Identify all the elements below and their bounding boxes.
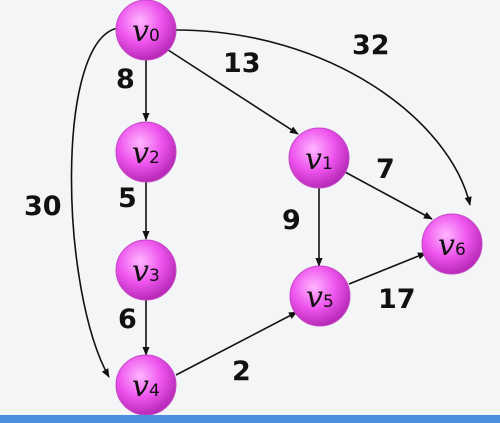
weight-v0-v4: 30 bbox=[24, 191, 62, 222]
node-v3: v3 bbox=[115, 239, 177, 301]
edge-v0-v6 bbox=[174, 29, 472, 206]
node-v5-circle bbox=[289, 265, 351, 327]
edge-v0-v1 bbox=[164, 47, 299, 135]
node-v0-circle bbox=[115, 0, 177, 61]
node-v6-circle bbox=[421, 213, 483, 275]
weight-v1-v6: 7 bbox=[376, 154, 395, 185]
edge-weights: 8 13 32 30 5 6 2 9 7 17 bbox=[24, 30, 416, 387]
node-v2-label: v2 bbox=[132, 136, 160, 171]
weight-v0-v2: 8 bbox=[116, 64, 135, 95]
bottom-accent-bar bbox=[0, 415, 500, 423]
weight-v0-v1: 13 bbox=[223, 48, 261, 79]
node-v1-label: v1 bbox=[305, 142, 333, 177]
weight-v2-v3: 5 bbox=[118, 183, 137, 214]
node-v4: v4 bbox=[115, 354, 177, 416]
node-v3-label: v3 bbox=[132, 254, 160, 289]
weight-v5-v6: 17 bbox=[378, 284, 416, 315]
edge-v1-v6 bbox=[344, 171, 433, 220]
edges bbox=[70, 27, 472, 378]
node-v5: v5 bbox=[289, 265, 351, 327]
node-v6: v6 bbox=[421, 213, 483, 275]
weight-v0-v6: 32 bbox=[352, 30, 390, 61]
edge-v4-v5 bbox=[175, 311, 298, 376]
node-v0-label: v0 bbox=[132, 14, 160, 49]
nodes: v0 v1 v2 v3 bbox=[115, 0, 483, 416]
node-v3-circle bbox=[115, 239, 177, 301]
weight-v4-v5: 2 bbox=[232, 356, 251, 387]
weight-v1-v5: 9 bbox=[282, 205, 301, 236]
node-v0: v0 bbox=[115, 0, 177, 61]
node-v1-circle bbox=[288, 127, 350, 189]
node-v4-label: v4 bbox=[132, 369, 160, 404]
node-v1: v1 bbox=[288, 127, 350, 189]
node-v2: v2 bbox=[115, 121, 177, 183]
weight-v3-v4: 6 bbox=[118, 304, 137, 335]
node-v5-label: v5 bbox=[306, 280, 334, 315]
node-v6-label: v6 bbox=[438, 228, 466, 263]
node-v2-circle bbox=[115, 121, 177, 183]
edge-v5-v6 bbox=[348, 252, 427, 285]
edge-v0-v4 bbox=[70, 27, 119, 378]
